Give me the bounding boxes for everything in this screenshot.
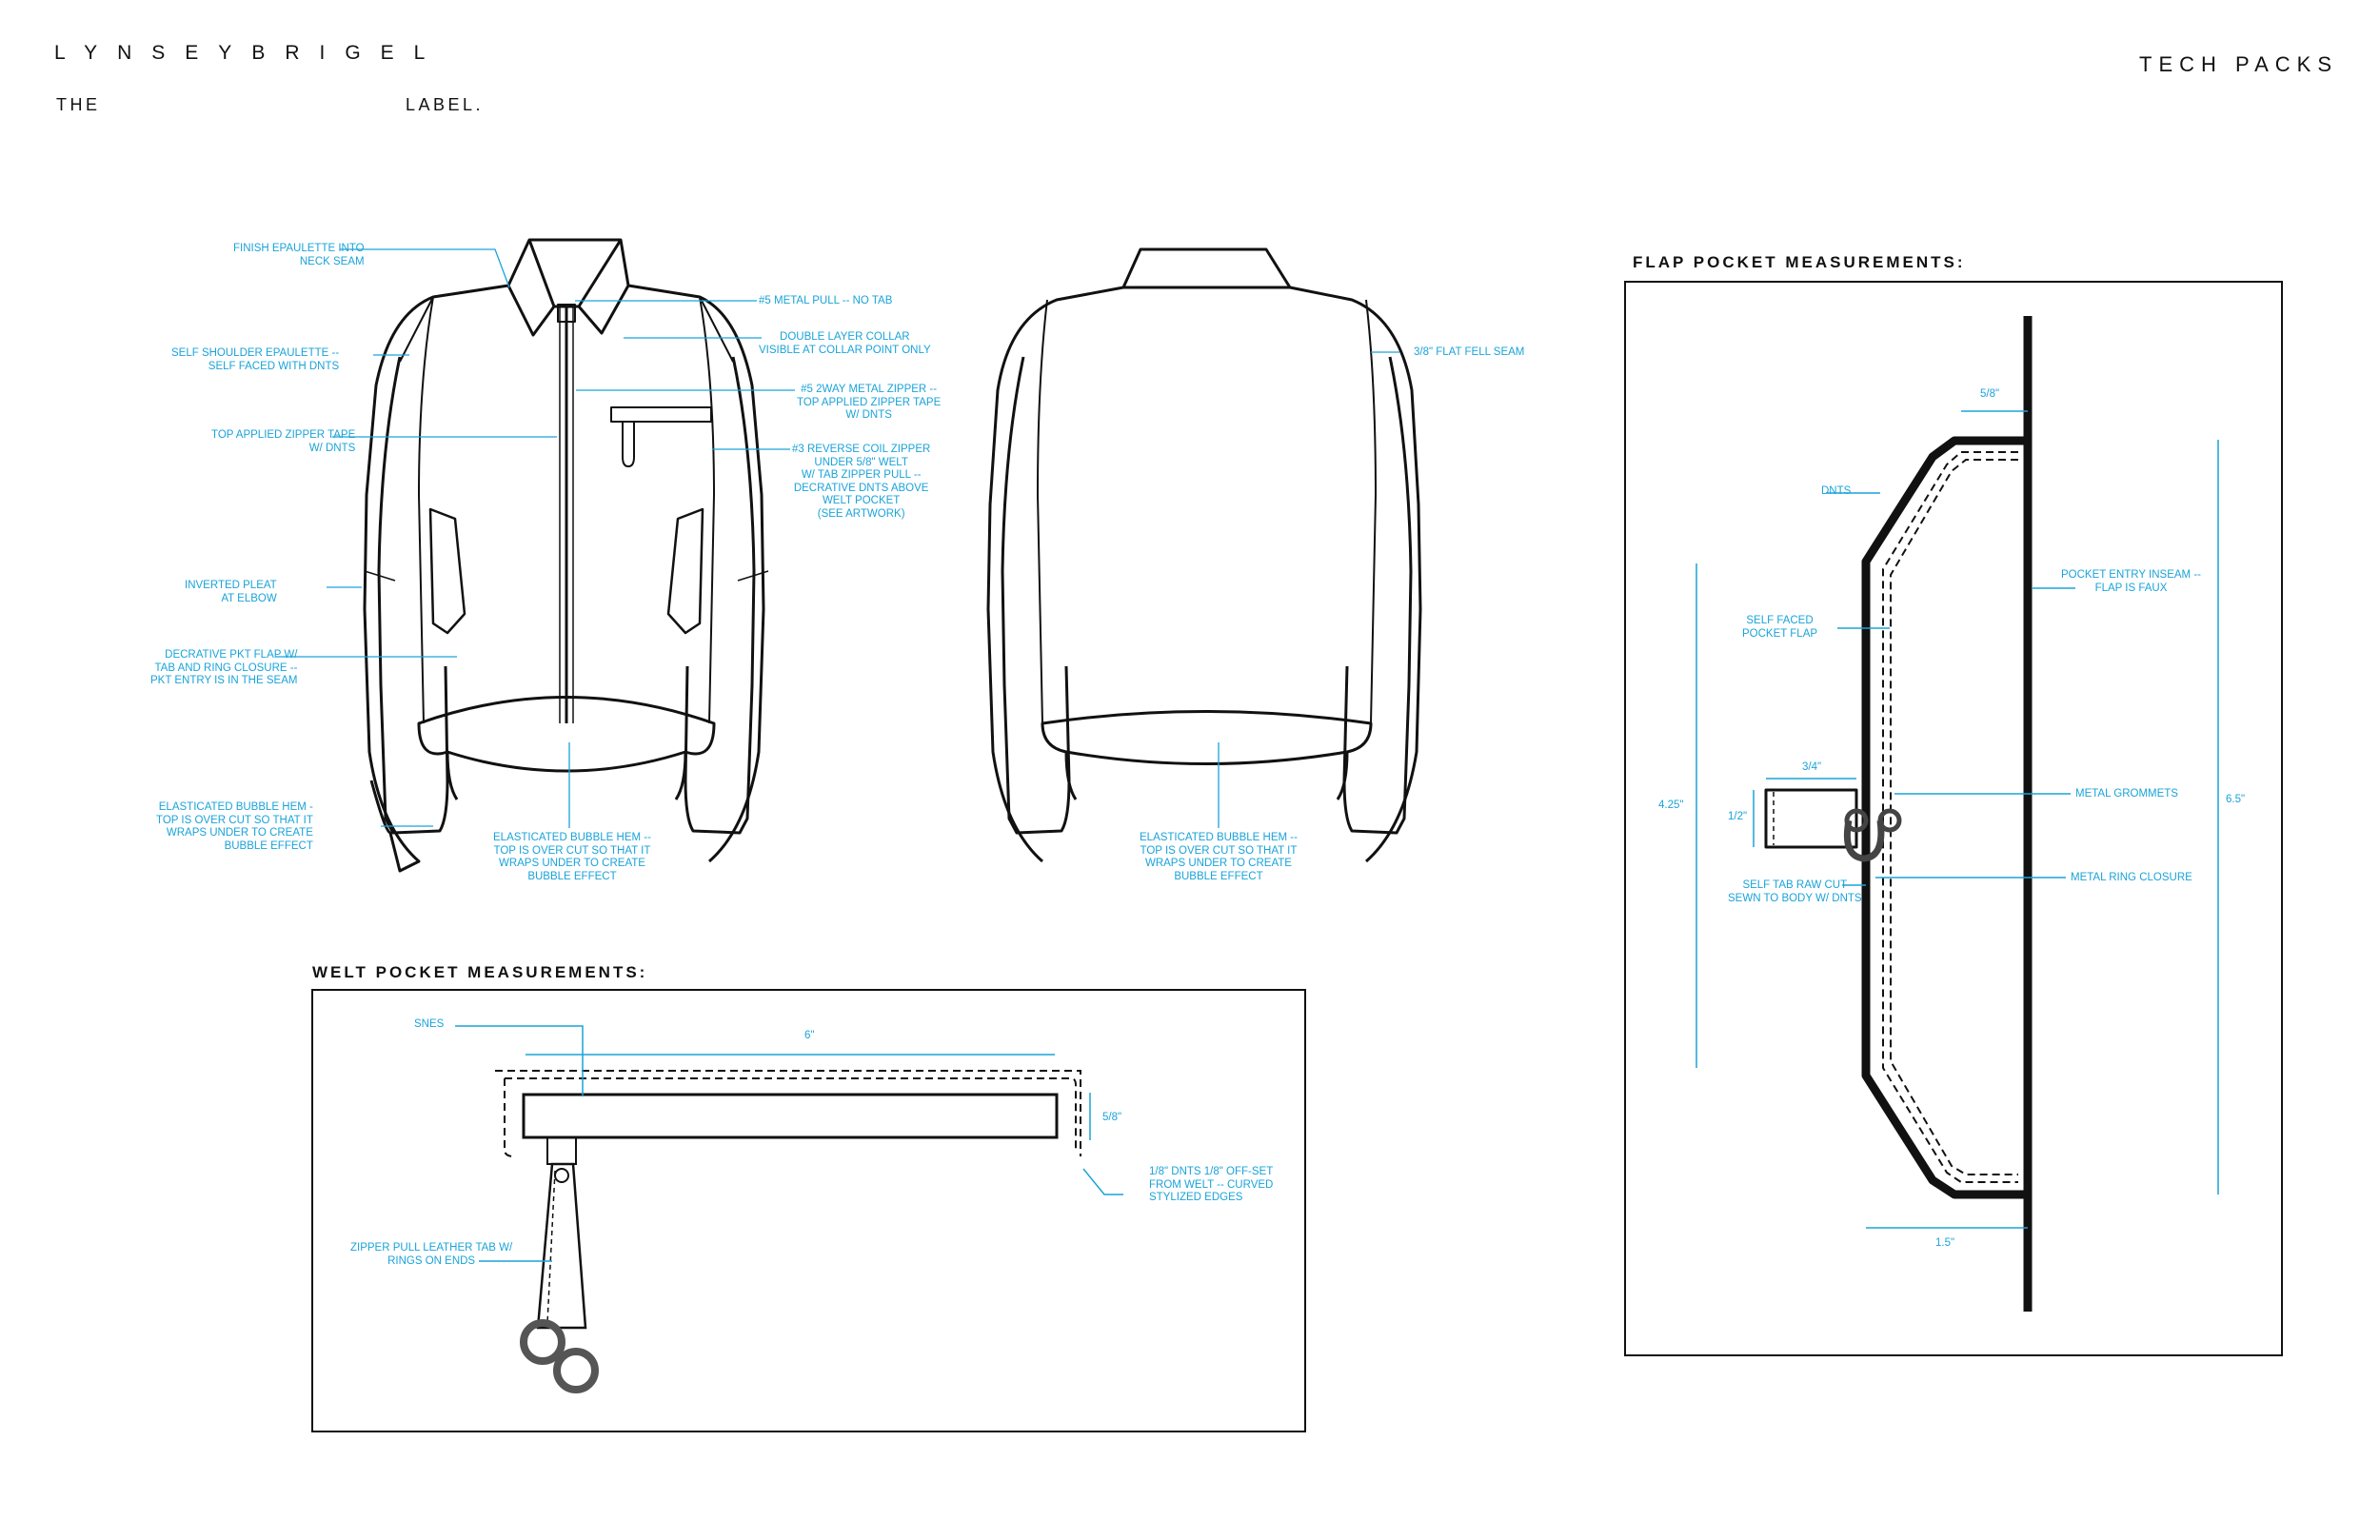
back-jacket-flat [986,247,1422,863]
note-pkt-flap: DECRATIVE PKT FLAP W/TAB AND RING CLOSUR… [150,649,298,686]
flap-tab-width-label: 3/4" [1802,761,1822,773]
flap-ring-closure-note: METAL RING CLOSURE [2071,872,2192,883]
flap-pocket-drawing [1764,316,2033,1312]
flap-bottom-width-label: 1.5" [1935,1237,1955,1249]
flap-pocket-entry-note: POCKET ENTRY INSEAM --FLAP IS FAUX [2061,569,2201,594]
brand-sub-left: THE [56,95,101,114]
flap-outer-height-label: 6.5" [2226,794,2246,805]
flap-section-title: FLAP POCKET MEASUREMENTS: [1633,253,1966,271]
welt-pocket-drawing [495,1070,1081,1393]
welt-section-title: WELT POCKET MEASUREMENTS: [312,963,648,981]
note-flat-fell: 3/8" FLAT FELL SEAM [1414,346,1525,358]
welt-measure-lines [455,1025,1123,1262]
welt-width-label: 6" [804,1030,815,1041]
note-bubble-hem-back: ELASTICATED BUBBLE HEM --TOP IS OVER CUT… [1140,832,1298,882]
welt-pocket-frame [311,989,1306,1432]
note-bubble-hem-front: ELASTICATED BUBBLE HEM --TOP IS OVER CUT… [493,832,651,882]
brand-name: LYNSEYBRIGEL [54,42,446,64]
brand-sub-right: LABEL. [406,95,485,114]
flap-measure-lines [1696,410,2219,1229]
front-leader-lines [276,248,1399,828]
welt-snes-label: SNES [414,1018,445,1030]
flap-grommets-note: METAL GROMMETS [2075,788,2178,800]
flap-tab-height-label: 1/2" [1728,811,1748,822]
welt-height-label: 5/8" [1102,1112,1122,1123]
flap-top-width-label: 5/8" [1980,388,2000,400]
front-jacket-flat [363,238,769,873]
welt-zipper-pull-note: ZIPPER PULL LEATHER TAB W/RINGS ON ENDS [350,1242,513,1267]
note-metal-pull: #5 METAL PULL -- NO TAB [759,295,893,306]
flap-pocket-frame [1624,281,2283,1356]
note-bubble-hem-sleeve: ELASTICATED BUBBLE HEM -TOP IS OVER CUT … [156,801,313,852]
tech-packs-title: TECH PACKS [2139,52,2338,76]
flap-dnts-label: DNTS [1821,485,1852,497]
note-2way-zipper: #5 2WAY METAL ZIPPER --TOP APPLIED ZIPPE… [797,384,942,421]
note-shoulder-epaulette: SELF SHOULDER EPAULETTE --SELF FACED WIT… [171,347,340,372]
flap-inner-height-label: 4.25" [1658,800,1684,811]
